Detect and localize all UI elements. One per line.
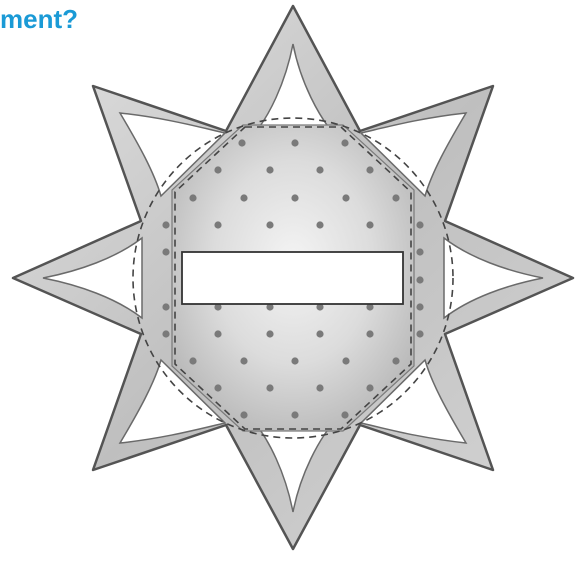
grid-dot <box>416 330 423 337</box>
grid-dot <box>341 411 348 418</box>
grid-dot <box>341 139 348 146</box>
grid-dot <box>416 276 423 283</box>
grid-dot <box>366 384 373 391</box>
grid-dot <box>392 357 399 364</box>
grid-dot <box>416 248 423 255</box>
grid-dot <box>162 303 169 310</box>
grid-dot <box>366 330 373 337</box>
grid-dot <box>240 357 247 364</box>
grid-dot <box>240 411 247 418</box>
grid-dot <box>392 194 399 201</box>
grid-dot <box>291 139 298 146</box>
grid-dot <box>162 248 169 255</box>
grid-dot <box>214 221 221 228</box>
grid-dot <box>238 139 245 146</box>
grid-dot <box>162 330 169 337</box>
grid-dot <box>416 303 423 310</box>
grid-dot <box>162 221 169 228</box>
grid-dot <box>291 194 298 201</box>
grid-dot <box>316 384 323 391</box>
grid-dot <box>316 221 323 228</box>
grid-dot <box>266 166 273 173</box>
grid-dot <box>266 330 273 337</box>
grid-dot <box>189 194 196 201</box>
grid-dot <box>316 330 323 337</box>
grid-dot <box>416 221 423 228</box>
grid-dot <box>266 384 273 391</box>
grid-dot <box>342 357 349 364</box>
grid-dot <box>366 166 373 173</box>
grid-dot <box>240 194 247 201</box>
grid-dot <box>291 357 298 364</box>
grid-dot <box>214 166 221 173</box>
grid-dot <box>291 411 298 418</box>
grid-dot <box>266 221 273 228</box>
grid-dot <box>214 330 221 337</box>
grid-dot <box>342 194 349 201</box>
center-bar <box>182 252 403 304</box>
grid-dot <box>214 384 221 391</box>
grid-dot <box>316 166 323 173</box>
grid-dot <box>366 221 373 228</box>
grid-dot <box>189 357 196 364</box>
